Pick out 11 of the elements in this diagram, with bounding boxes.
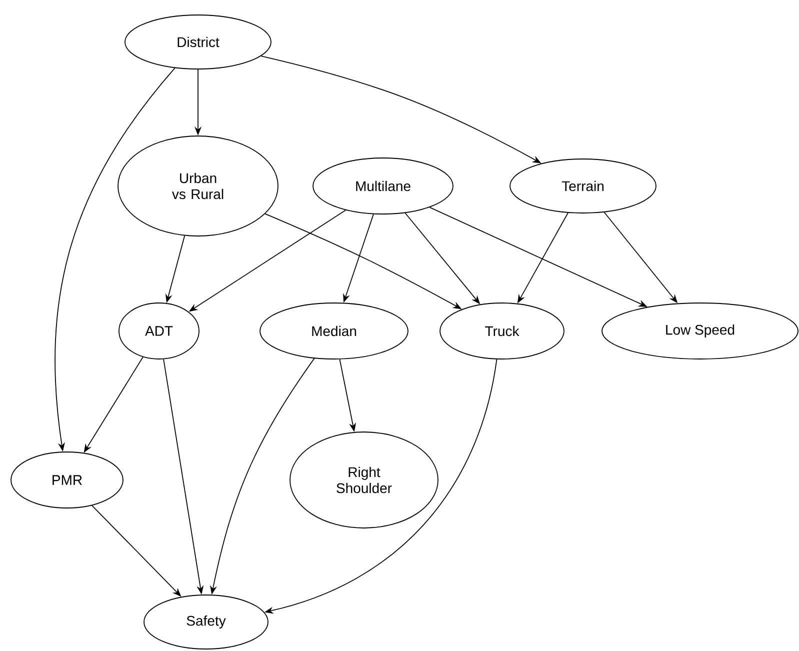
ellipse-node: District: [124, 14, 272, 70]
ellipse-node: Low Speed: [602, 302, 798, 360]
ellipse-node: ADT: [118, 302, 200, 360]
ellipse-node: Median: [260, 302, 408, 360]
ellipse-node: PMR: [10, 452, 124, 508]
ellipse-node: Multilane: [312, 158, 454, 214]
ellipse-node: Truck: [440, 302, 564, 360]
ellipse-node: Safety: [144, 594, 268, 650]
ellipse-node: Urban vs Rural: [118, 136, 278, 236]
ellipse-node: Terrain: [510, 158, 656, 214]
ellipse-node: Right Shoulder: [290, 432, 438, 528]
